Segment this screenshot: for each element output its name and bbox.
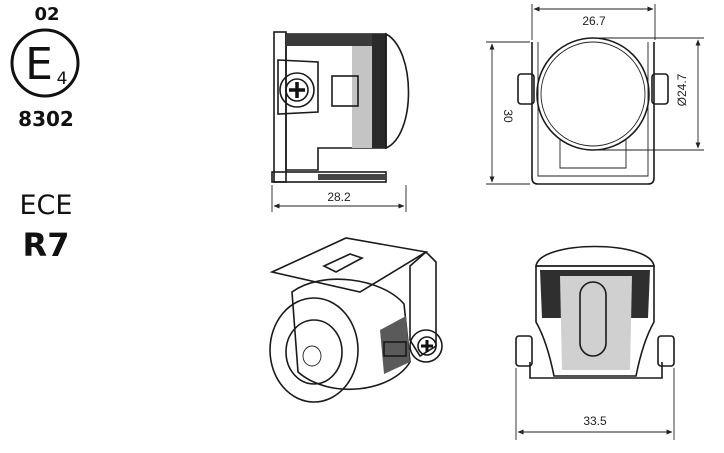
- back-dome: [535, 245, 655, 267]
- perspective-lens-bezel: [269, 297, 359, 403]
- perspective-screw-washer: [409, 329, 443, 363]
- perspective-lens: [285, 319, 343, 385]
- emark-icon: E 4: [10, 28, 80, 98]
- approval-code: 8302: [18, 107, 74, 131]
- screw-icon: [285, 78, 309, 102]
- emark-letter: E: [25, 39, 53, 90]
- front-knob-right: [651, 73, 669, 105]
- front-knob-left: [517, 73, 535, 105]
- back-knob-right: [657, 335, 675, 367]
- side-bracket: [273, 31, 287, 183]
- dim-width-back-label: 33.5: [583, 414, 607, 428]
- front-bracket: [531, 42, 655, 185]
- side-screw-washer: [279, 72, 315, 108]
- back-view: 33.5: [515, 245, 675, 440]
- dim-diameter-label: Ø24.7: [675, 73, 689, 106]
- standard-code: R7: [23, 226, 70, 264]
- perspective-view: [269, 237, 443, 403]
- back-housing: [535, 265, 655, 377]
- front-view: 26.7 Ø24.7 30: [486, 4, 704, 185]
- dim-depth-label: 28.2: [327, 190, 351, 204]
- perspective-screw-icon: [417, 336, 437, 356]
- back-slot: [579, 281, 607, 357]
- emark-country-number: 4: [57, 69, 68, 89]
- side-slot: [331, 75, 359, 107]
- side-view: 28.2: [271, 31, 410, 212]
- dim-width-top-label: 26.7: [582, 14, 606, 28]
- standard-label: ECE: [20, 190, 73, 221]
- front-lens-outer: [536, 37, 650, 151]
- certification-block: 02 E 4 8302 ECE R7: [10, 4, 80, 264]
- dim-height-label: 30: [501, 109, 515, 123]
- back-knob-left: [515, 335, 533, 367]
- approval-number-top: 02: [34, 4, 59, 25]
- side-dome: [385, 32, 410, 150]
